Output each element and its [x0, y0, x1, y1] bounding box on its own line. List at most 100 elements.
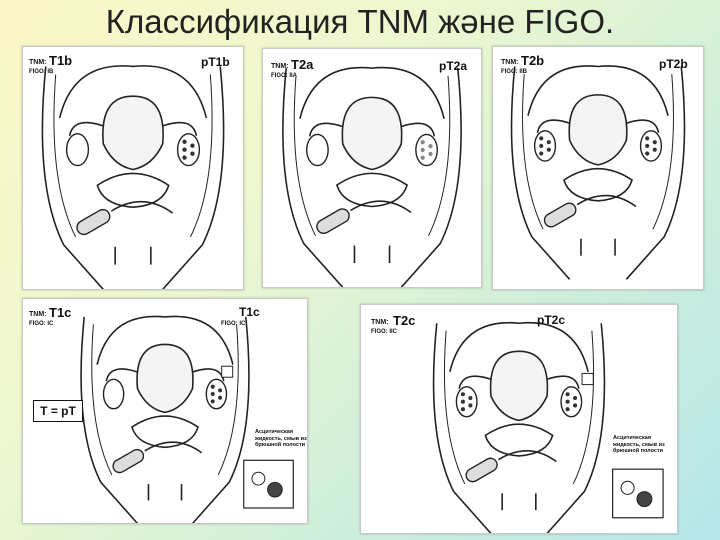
sacrum	[580, 238, 616, 256]
pelvis-illustration	[432, 321, 664, 533]
t-equals-pt-box: T = pT	[33, 400, 83, 422]
pelvis-illustration	[41, 65, 225, 289]
fallopian-tubes	[458, 375, 580, 389]
cell	[251, 471, 266, 486]
peritoneum-arch	[527, 65, 669, 116]
tumour-cell	[636, 491, 653, 508]
ascites-note: Асцитическая жидкость, смыв из брюшной п…	[613, 435, 665, 454]
uterus	[568, 94, 628, 166]
pelvic-wall	[432, 323, 606, 533]
fallopian-tubes	[68, 121, 198, 137]
ovary-tumour-nodule	[573, 395, 578, 401]
tnm-prefix: TNM:	[501, 59, 519, 66]
uterus	[341, 96, 403, 171]
bowel-loop	[110, 200, 174, 214]
ovary-tumour-nodule	[182, 155, 187, 160]
figo-stage: FIGO: IB	[29, 69, 54, 75]
fallopian-tubes	[105, 368, 225, 382]
ovary-tumour-nodule	[190, 143, 195, 148]
bowel-loop	[576, 194, 637, 208]
uterus	[489, 350, 549, 422]
ovary-tumour-nodule	[468, 395, 473, 401]
ovary-tumour-nodule	[420, 155, 425, 160]
pelvic-wall	[510, 66, 686, 280]
rectum	[76, 208, 111, 236]
pelvic-wall	[282, 68, 462, 287]
bladder	[96, 172, 170, 208]
bladder	[563, 167, 633, 202]
left-ovary	[455, 386, 478, 418]
pelvic-inner-wall	[53, 74, 213, 238]
ovary-tumour-nodule	[645, 151, 650, 156]
left-ovary	[102, 378, 125, 410]
peritoneum-arch	[58, 65, 208, 119]
pelvic-wall	[41, 66, 225, 289]
ovary-tumour-nodule	[539, 143, 544, 149]
bowel-loop	[144, 441, 203, 454]
tnm-prefix: TNM:	[371, 319, 389, 326]
tnm-stage: T1c	[49, 305, 72, 320]
pelvis-illustration	[282, 66, 462, 287]
tumour-cell	[267, 481, 283, 498]
figo-stage: FIGO: IIC	[371, 329, 397, 335]
cell	[620, 480, 635, 495]
ovary-tumour-nodule	[460, 407, 465, 412]
left-ovary	[533, 130, 557, 162]
uterus	[136, 343, 194, 414]
pt-figo-stage: FIGO: IC	[221, 321, 246, 327]
right-ovary	[415, 133, 438, 167]
ovary-tumour-nodule	[460, 392, 465, 397]
peritoneum-arch	[299, 66, 445, 119]
inset-marker	[221, 365, 234, 378]
tnm-stage: T1b	[49, 53, 73, 68]
diagram-panel-t2c: TNM: T2c FIGO: IIC pT2c Асцитическая жид…	[360, 304, 678, 534]
ovary-tumour-nodule	[546, 147, 551, 152]
figo-stage: FIGO: IIB	[501, 69, 527, 75]
bowel-loop	[498, 450, 557, 463]
peritoneum-arch	[96, 315, 234, 365]
cytology-inset	[612, 468, 664, 519]
ovary-tumour-nodule	[210, 399, 215, 404]
inset-marker	[581, 372, 594, 386]
ovary-tumour-nodule	[218, 388, 223, 393]
ovary-tumour-nodule	[428, 151, 433, 157]
ovary-tumour-nodule	[428, 143, 433, 149]
rectum	[112, 448, 145, 474]
left-ovary	[306, 133, 329, 167]
ovary-tumour-nodule	[420, 140, 425, 145]
figo-stage: FIGO: IC	[29, 321, 54, 327]
uterus	[102, 95, 164, 171]
cytology-inset	[243, 459, 294, 509]
pelvis-illustration	[80, 315, 294, 523]
sacrum	[147, 484, 183, 501]
pelvic-inner-wall	[443, 330, 595, 485]
ovary-tumour-nodule	[468, 403, 473, 408]
tnm-prefix: TNM:	[29, 311, 47, 318]
rectum	[316, 208, 350, 235]
peritoneum-arch	[449, 321, 589, 373]
ovary-tumour-nodule	[645, 136, 650, 141]
tnm-stage: T2c	[393, 313, 416, 328]
fallopian-tubes	[308, 122, 436, 137]
rectum	[465, 457, 498, 483]
sacrum	[353, 245, 391, 264]
left-ovary	[65, 133, 90, 167]
pt-label: pT1b	[201, 55, 230, 69]
bladder	[335, 172, 409, 208]
right-ovary	[176, 133, 201, 167]
pelvic-inner-wall	[91, 324, 239, 476]
diagram-panel-t1b: TNM: T1b FIGO: IB pT1b	[22, 46, 244, 290]
ovary-tumour-nodule	[190, 151, 195, 156]
ovary-tumour-nodule	[182, 139, 187, 144]
ovary-tumour-nodule	[573, 403, 578, 408]
ovary-tumour-nodule	[539, 136, 544, 141]
right-ovary	[205, 378, 228, 410]
diagram-panel-t2a: TNM: T2a FIGO: IIA pT2a	[262, 48, 482, 288]
sacrum	[114, 246, 152, 265]
pt-label: pT2a	[439, 59, 468, 73]
pt-label: pT2b	[659, 57, 688, 71]
tnm-stage: T2b	[521, 53, 545, 68]
tnm-stage: T2a	[291, 57, 314, 72]
pt-label: pT2c	[537, 313, 566, 327]
ovary-tumour-nodule	[652, 140, 657, 145]
